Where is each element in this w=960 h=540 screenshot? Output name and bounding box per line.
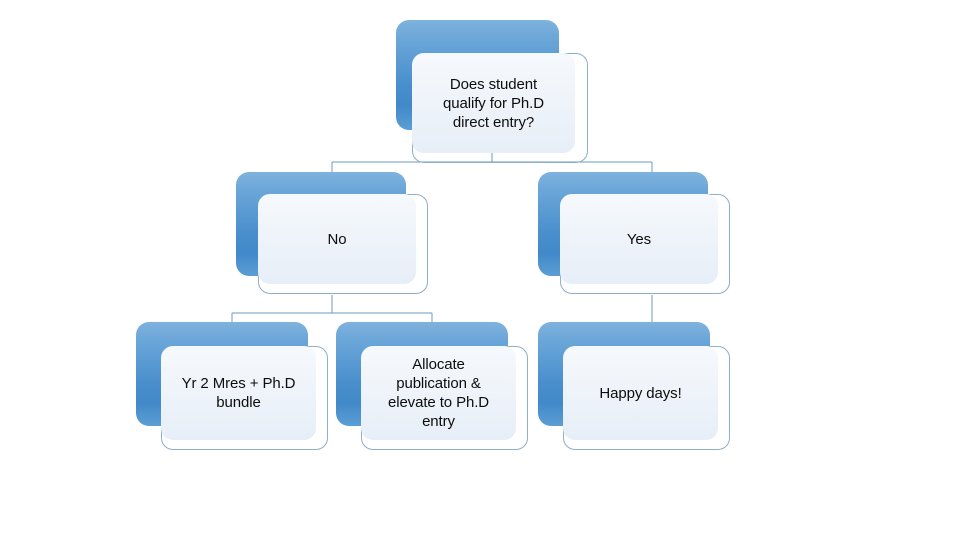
node-mres-bundle-label: Yr 2 Mres + Ph.D bundle — [181, 375, 296, 411]
node-happy-days[interactable]: Happy days! — [538, 322, 734, 454]
node-yes[interactable]: Yes — [538, 172, 734, 300]
node-allocate-publication[interactable]: Allocate publication & elevate to Ph.D e… — [336, 322, 532, 454]
node-root-panel: Does student qualify for Ph.D direct ent… — [412, 53, 575, 153]
node-yes-label: Yes — [626, 230, 652, 248]
node-yes-panel: Yes — [560, 194, 718, 284]
node-no[interactable]: No — [236, 172, 432, 300]
node-no-label: No — [327, 230, 347, 248]
node-root[interactable]: Does student qualify for Ph.D direct ent… — [396, 20, 592, 163]
node-no-panel: No — [258, 194, 416, 284]
node-mres-bundle[interactable]: Yr 2 Mres + Ph.D bundle — [136, 322, 332, 454]
node-happy-days-panel: Happy days! — [563, 346, 718, 440]
node-root-label: Does student qualify for Ph.D direct ent… — [443, 75, 544, 131]
node-happy-days-label: Happy days! — [599, 384, 682, 402]
node-allocate-publication-label: Allocate publication & elevate to Ph.D e… — [387, 356, 490, 430]
node-allocate-publication-panel: Allocate publication & elevate to Ph.D e… — [361, 346, 516, 440]
node-mres-bundle-panel: Yr 2 Mres + Ph.D bundle — [161, 346, 316, 440]
